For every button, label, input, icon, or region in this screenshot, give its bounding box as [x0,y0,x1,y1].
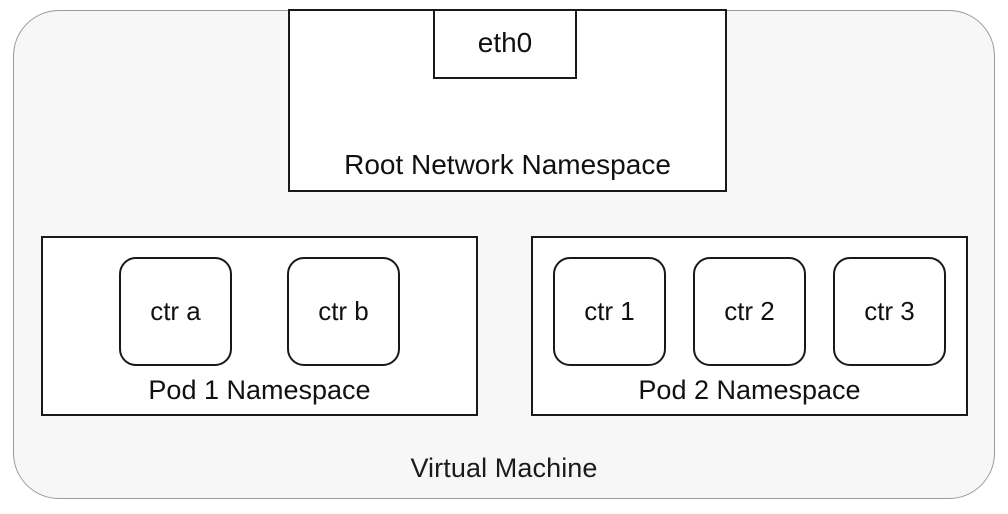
container-ctr-b: ctr b [287,257,400,366]
virtual-machine-label: Virtual Machine [410,453,598,484]
pod-1-container-row: ctr a ctr b [43,257,476,367]
pod-1-namespace: ctr a ctr b Pod 1 Namespace [41,236,478,416]
pod-2-container-row: ctr 1 ctr 2 ctr 3 [533,257,966,367]
pod-2-namespace-label: Pod 2 Namespace [638,374,861,405]
container-ctr-3: ctr 3 [833,257,946,366]
container-ctr-2-label: ctr 2 [724,295,775,326]
eth0-interface-label: eth0 [477,27,533,58]
container-ctr-a: ctr a [119,257,232,366]
container-ctr-1-label: ctr 1 [584,295,635,326]
container-ctr-3-label: ctr 3 [864,295,915,326]
container-ctr-a-label: ctr a [150,295,201,326]
container-ctr-1: ctr 1 [553,257,666,366]
pod-1-namespace-label: Pod 1 Namespace [148,374,371,405]
pod-2-namespace: ctr 1 ctr 2 ctr 3 Pod 2 Namespace [531,236,968,416]
eth0-interface-box: eth0 [433,9,577,79]
container-ctr-2: ctr 2 [693,257,806,366]
container-ctr-b-label: ctr b [318,295,369,326]
root-network-namespace-label: Root Network Namespace [344,149,671,181]
